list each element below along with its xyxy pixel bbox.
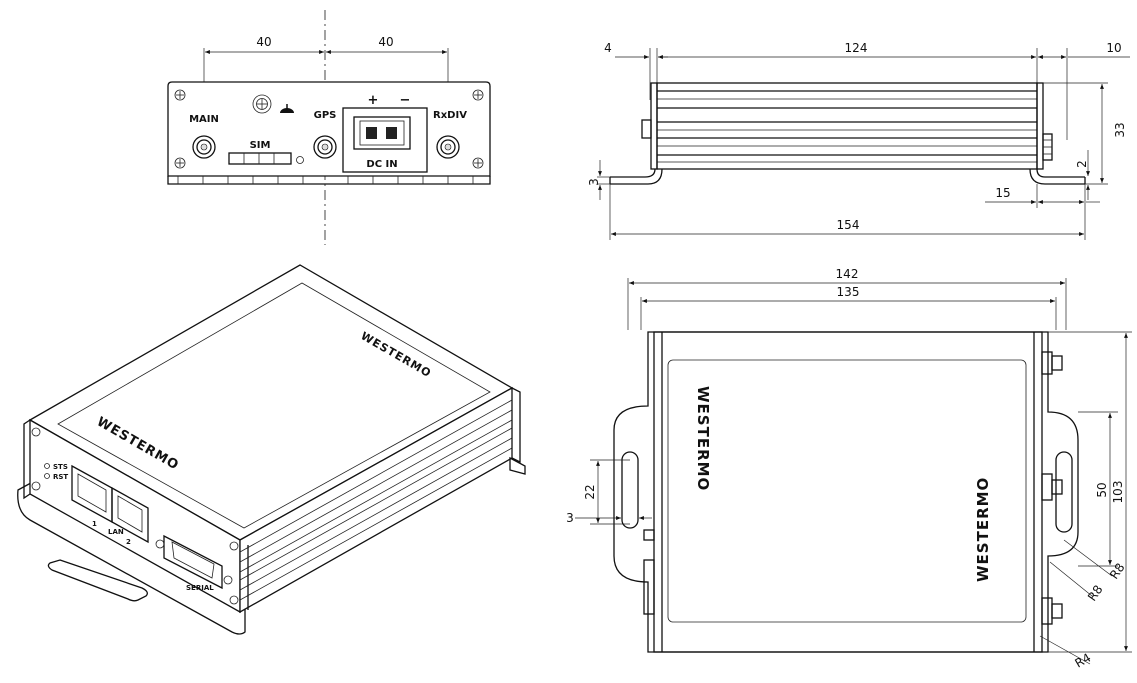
dim-side-2: 2 [1075, 160, 1089, 168]
top-brand-logo-left: WESTERMO [694, 386, 712, 491]
dim-top-3: 3 [566, 511, 574, 525]
dim-side-3: 3 [587, 178, 601, 186]
dim-side-4: 4 [604, 41, 612, 55]
dim-side-154: 154 [837, 218, 860, 232]
front-panel-view: 40 40 [167, 10, 491, 245]
port-2-label: 2 [126, 538, 131, 546]
top-brand-logo-right: WESTERMO [974, 477, 992, 582]
dim-top-50: 50 [1095, 482, 1109, 497]
dim-top-r8-b: R8 [1085, 583, 1106, 604]
led-sts-label: STS [53, 463, 68, 471]
port-1-label: 1 [92, 520, 97, 528]
dim-top-103: 103 [1111, 481, 1125, 504]
dim-side-33: 33 [1113, 122, 1127, 137]
top-view: 142 135 WESTERMO WESTERMO [566, 267, 1132, 671]
side-view: 4 124 10 [587, 41, 1130, 240]
dim-top-135: 135 [837, 285, 860, 299]
led-rst-label: RST [53, 473, 68, 481]
dim-side-124: 124 [845, 41, 868, 55]
label-dc-in: DC IN [366, 159, 397, 170]
dim-front-right: 40 [378, 35, 393, 49]
label-main: MAIN [189, 114, 219, 125]
dim-side-10: 10 [1106, 41, 1121, 55]
dim-top-22: 22 [583, 484, 597, 499]
dim-top-142: 142 [836, 267, 859, 281]
label-rxdiv: RxDIV [433, 110, 467, 121]
isometric-view: STS RST 1 LAN 2 SERIAL WESTERMO WESTERMO [17, 264, 526, 635]
label-sim: SIM [250, 140, 271, 151]
label-plus: + [368, 93, 379, 108]
dim-side-15: 15 [995, 186, 1010, 200]
dim-top-r4: R4 [1073, 650, 1094, 670]
label-minus: − [400, 93, 411, 108]
label-gps: GPS [314, 110, 337, 121]
serial-label: SERIAL [186, 584, 214, 592]
lan-label: LAN [108, 528, 124, 536]
dim-front-left: 40 [256, 35, 271, 49]
